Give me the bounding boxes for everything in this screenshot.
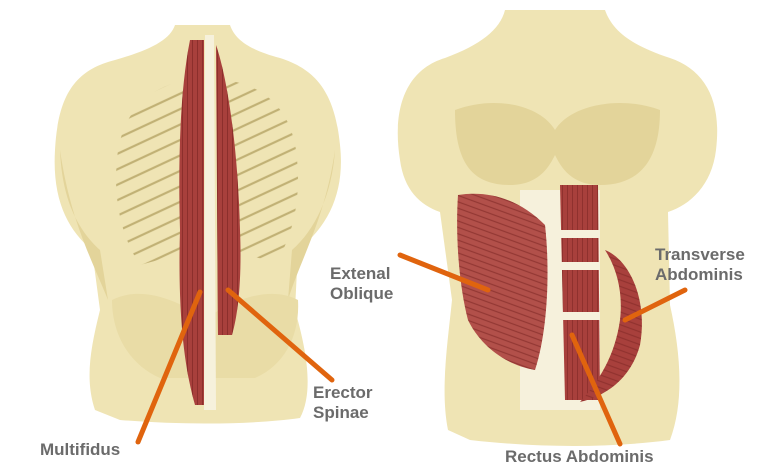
label-external-oblique: Extenal Oblique: [330, 264, 393, 304]
label-rectus-abdominis: Rectus Abdominis: [505, 447, 654, 467]
label-line: Extenal: [330, 264, 393, 284]
front-torso-figure: [398, 10, 717, 446]
label-line: Oblique: [330, 284, 393, 304]
spine-column: [204, 35, 216, 410]
back-torso-figure: [55, 25, 341, 424]
rectus-abdominis-fibers: [560, 185, 600, 400]
rectus-tendon-2: [560, 262, 600, 270]
rectus-tendon-1: [558, 230, 600, 238]
label-line: Transverse: [655, 245, 745, 265]
label-line: Spinae: [313, 403, 373, 423]
label-transverse-abdominis: Transverse Abdominis: [655, 245, 745, 285]
rectus-tendon-3: [562, 312, 600, 320]
label-line: Erector: [313, 383, 373, 403]
label-line: Multifidus: [40, 440, 120, 460]
label-erector-spinae: Erector Spinae: [313, 383, 373, 423]
label-multifidus: Multifidus: [40, 440, 120, 460]
label-line: Rectus Abdominis: [505, 447, 654, 467]
label-line: Abdominis: [655, 265, 745, 285]
